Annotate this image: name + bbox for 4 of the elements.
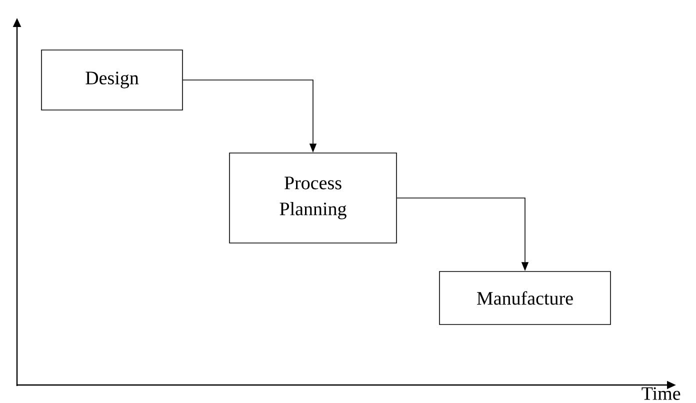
axis-label: Time bbox=[642, 387, 680, 400]
process-box: Design bbox=[41, 50, 183, 110]
process-box: Process Planning bbox=[229, 152, 397, 244]
process-box: Manufacture bbox=[439, 271, 611, 325]
